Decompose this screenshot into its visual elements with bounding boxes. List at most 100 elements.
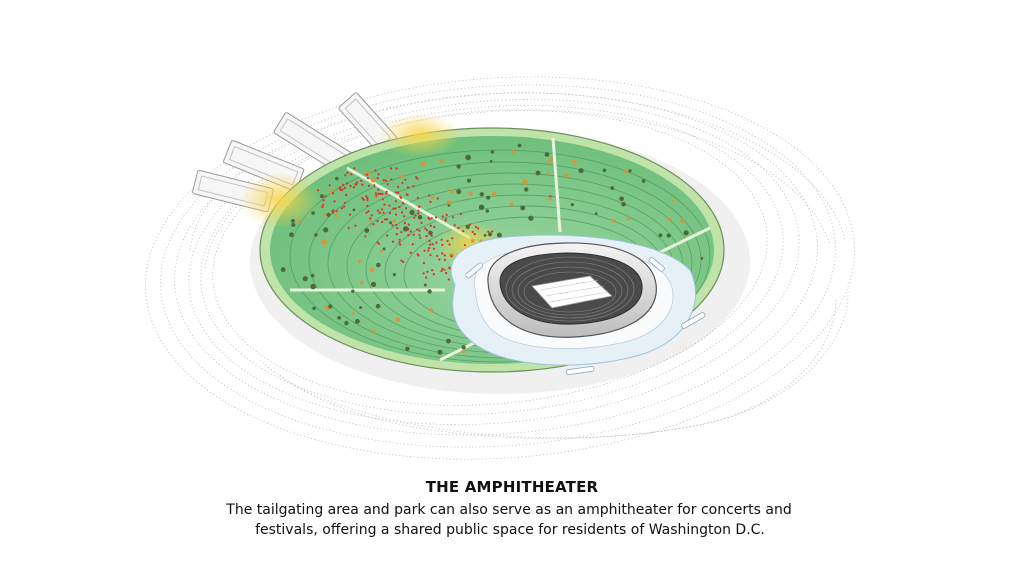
crowd-dot	[392, 207, 395, 210]
crowd-dot	[434, 216, 438, 219]
tree	[570, 203, 574, 207]
crowd-dot	[382, 211, 385, 214]
caption-line-2: festivals, offering a shared public spac…	[255, 522, 765, 538]
tree	[358, 259, 362, 264]
crowd-dot	[344, 174, 347, 177]
crowd-dot	[391, 240, 395, 243]
crowd-dot	[443, 268, 446, 271]
tree	[423, 283, 427, 287]
tree	[621, 201, 626, 207]
crowd-dot	[317, 189, 320, 192]
tree	[456, 164, 461, 169]
tree	[465, 154, 471, 161]
tree	[399, 174, 403, 178]
crowd-dot	[440, 269, 443, 273]
tree	[328, 304, 333, 309]
crowd-dot	[452, 216, 455, 219]
tree	[548, 157, 553, 162]
tree	[310, 283, 316, 290]
tree	[492, 191, 497, 197]
crowd-dot	[400, 259, 403, 262]
tree	[344, 320, 349, 326]
crowd-dot	[382, 179, 385, 182]
crowd-dot	[328, 184, 331, 187]
tree	[409, 209, 415, 215]
tree	[466, 178, 472, 183]
crowd-dot	[412, 233, 415, 236]
tree	[334, 214, 338, 218]
crowd-dot	[453, 224, 456, 227]
crowd-dot	[394, 207, 397, 210]
tree	[680, 218, 685, 223]
crowd-dot	[428, 247, 431, 250]
tree	[602, 168, 607, 173]
crowd-dot	[374, 192, 377, 195]
tree	[683, 230, 689, 236]
tree	[428, 308, 433, 313]
crowd-dot	[372, 223, 375, 226]
crowd-dot	[365, 173, 369, 176]
crowd-dot	[417, 209, 420, 212]
crowd	[317, 167, 494, 281]
tree	[314, 233, 318, 237]
tree	[289, 232, 294, 238]
tree	[490, 150, 495, 154]
crowd-dot	[406, 193, 409, 196]
crowd-dot	[395, 213, 398, 216]
crowd-dot	[409, 230, 412, 233]
crowd-dot	[322, 199, 325, 202]
crowd-dot	[407, 234, 410, 237]
tree	[548, 196, 553, 201]
crowd-dot	[422, 261, 426, 265]
crowd-dot	[396, 227, 399, 230]
crowd-dot	[416, 228, 419, 231]
tree	[352, 208, 356, 212]
crowd-dot	[402, 260, 405, 263]
crowd-dot	[425, 276, 428, 279]
tree	[450, 189, 455, 194]
crowd-dot	[401, 181, 404, 185]
crowd-dot	[435, 241, 438, 244]
crowd-dot	[441, 243, 444, 246]
crowd-dot	[378, 211, 381, 214]
tree	[628, 169, 632, 173]
crowd-dot	[377, 173, 380, 176]
crowd-dot	[403, 215, 406, 218]
tree	[311, 211, 315, 215]
tree	[392, 219, 397, 223]
tree	[310, 273, 315, 278]
crowd-dot	[331, 210, 334, 213]
crowd-dot	[341, 188, 344, 191]
crowd-dot	[376, 241, 379, 244]
tree	[355, 319, 360, 324]
tree	[572, 159, 577, 165]
tree	[524, 187, 529, 192]
tree	[360, 281, 364, 285]
tree	[364, 228, 370, 233]
crowd-dot	[335, 210, 338, 213]
tree	[370, 178, 376, 183]
stadium	[487, 242, 657, 338]
tree	[351, 289, 355, 293]
crowd-dot	[445, 213, 448, 216]
tree	[547, 161, 551, 165]
crowd-dot	[429, 254, 432, 257]
tree	[376, 262, 381, 268]
tree	[369, 267, 375, 273]
tree	[371, 329, 375, 333]
crowd-dot	[346, 171, 349, 174]
crowd-dot	[386, 234, 389, 237]
amphitheater-illustration	[145, 76, 855, 460]
crowd-dot	[398, 205, 401, 209]
crowd-dot	[361, 183, 364, 186]
crowd-dot	[448, 243, 451, 246]
crowd-dot	[356, 181, 359, 184]
tree	[439, 158, 444, 163]
tree	[461, 345, 466, 350]
tree	[486, 195, 491, 200]
tree	[446, 200, 452, 205]
crowd-dot	[405, 207, 408, 210]
crowd-dot	[388, 204, 391, 207]
crowd-dot	[384, 179, 387, 182]
